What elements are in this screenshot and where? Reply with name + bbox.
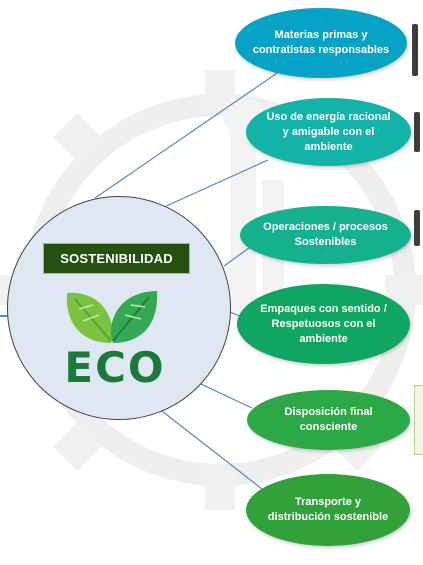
cropped-edge-element-3 — [414, 210, 420, 246]
node-label: Empaques con sentido / Respetuosos con e… — [260, 302, 387, 345]
cropped-edge-element-2 — [414, 112, 420, 152]
hub-label: SOSTENIBILIDAD — [43, 243, 190, 274]
cropped-edge-element-1 — [412, 24, 418, 76]
node-label: Disposición final consciente — [284, 406, 373, 433]
node-packaging: Empaques con sentido / Respetuosos con e… — [237, 284, 410, 364]
node-energy-use: Uso de energía racional y amigable con e… — [246, 98, 411, 166]
connector-line-6 — [157, 407, 263, 490]
node-label: Uso de energía racional y amigable con e… — [266, 110, 391, 153]
node-transport: Transporte y distribución sostenible — [246, 474, 410, 546]
connector-line-2 — [152, 159, 269, 213]
node-label: Operaciones / procesos Sostenibles — [263, 221, 388, 248]
eco-logo-text: ECO — [64, 342, 166, 392]
node-operations: Operaciones / procesos Sostenibles — [240, 206, 411, 264]
eco-leaves-icon — [66, 291, 158, 343]
node-label: Materias primas y contratistas responsab… — [252, 29, 390, 56]
connector-line-1 — [94, 66, 287, 199]
cropped-edge-element-4 — [414, 385, 423, 455]
connector-line-3 — [223, 244, 254, 267]
node-raw-materials: Materias primas y contratistas responsab… — [235, 8, 407, 78]
node-label: Transporte y distribución sostenible — [267, 496, 389, 523]
node-final-disposal: Disposición final consciente — [247, 390, 410, 450]
